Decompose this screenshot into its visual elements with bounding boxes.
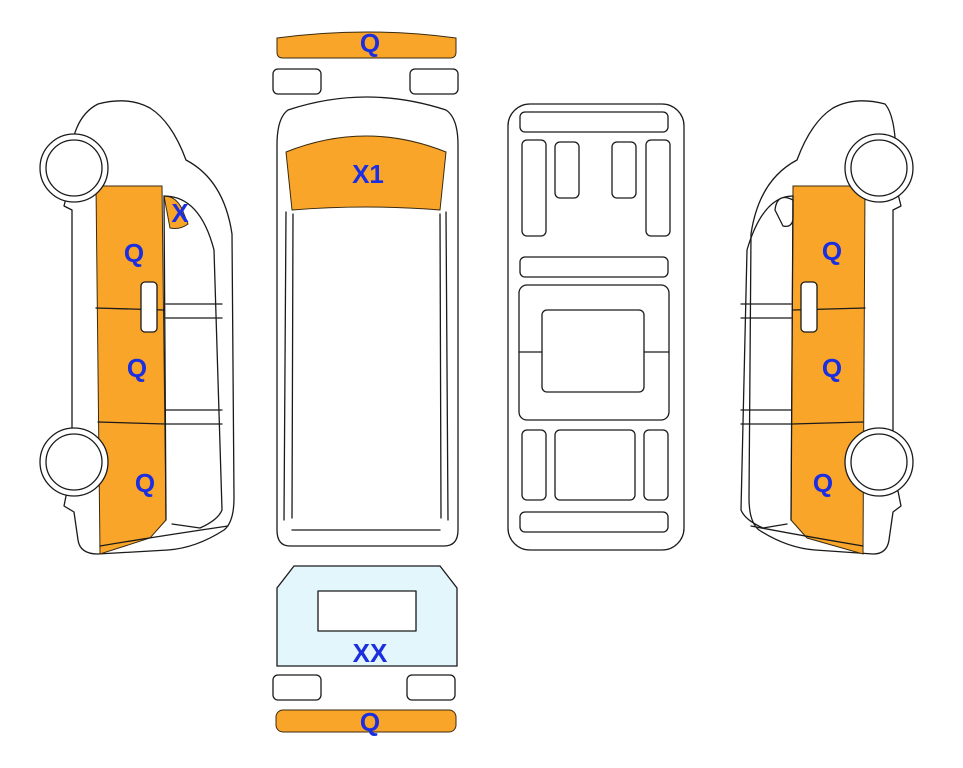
underbody-center-panel bbox=[541, 309, 645, 393]
underbody-front-slot-4 bbox=[645, 139, 671, 237]
underbody-front-slot-1 bbox=[521, 139, 547, 237]
left-panel-2-label: Q bbox=[127, 353, 147, 383]
right-panel-3-label: Q bbox=[813, 468, 833, 498]
left-door-handle bbox=[140, 281, 158, 333]
rear-bumper-label: Q bbox=[360, 707, 380, 737]
right-side-labels: Q Q Q bbox=[813, 236, 842, 498]
front-left-headlight bbox=[272, 68, 322, 95]
rear-window bbox=[317, 590, 417, 632]
right-rear-wheel-hub bbox=[850, 433, 908, 491]
front-right-headlight bbox=[409, 68, 459, 95]
rear-right-taillight bbox=[406, 674, 456, 701]
underbody-rear-bar bbox=[519, 511, 669, 533]
left-side-panels-zone[interactable] bbox=[95, 185, 167, 555]
right-body-pillar bbox=[790, 195, 794, 521]
left-panel-divider-2 bbox=[97, 421, 166, 425]
right-door-handle bbox=[800, 281, 818, 333]
underbody-rear-slot-2 bbox=[643, 429, 669, 501]
left-panel-1-label: Q bbox=[124, 238, 144, 268]
left-window-inner bbox=[165, 303, 223, 425]
left-sill-line bbox=[99, 525, 229, 547]
rear-view: XX Q bbox=[272, 565, 458, 737]
underbody-front-slot-3 bbox=[611, 141, 637, 199]
rear-left-taillight bbox=[272, 674, 322, 701]
roof-front-panel-label: X1 bbox=[352, 159, 384, 189]
right-sill-line bbox=[750, 525, 864, 547]
right-window-inner bbox=[740, 303, 792, 425]
left-door-corner-zone[interactable] bbox=[163, 195, 189, 229]
rear-window-area-label: XX bbox=[353, 638, 388, 668]
underbody-front-bar bbox=[519, 111, 669, 133]
left-window-frame bbox=[163, 195, 223, 529]
rear-bumper-zone[interactable] bbox=[275, 709, 457, 733]
underbody-mid-bar bbox=[519, 256, 669, 278]
right-panel-1-label: Q bbox=[822, 236, 842, 266]
roof-front-panel[interactable] bbox=[285, 135, 447, 211]
underbody-rear-panel bbox=[554, 429, 636, 501]
roof-view: X1 bbox=[276, 96, 459, 547]
left-front-wheel-hub bbox=[45, 139, 103, 197]
right-side-view bbox=[740, 100, 914, 555]
right-panel-divider-2 bbox=[791, 421, 864, 425]
roof-right-rail-inner bbox=[439, 213, 442, 519]
right-mirror bbox=[774, 196, 794, 228]
underbody-view bbox=[507, 103, 685, 551]
left-panel-3-label: Q bbox=[135, 468, 155, 498]
underbody-rear-slot-1 bbox=[521, 429, 547, 501]
roof-left-rail-inner bbox=[291, 213, 294, 519]
roof-right-rail bbox=[445, 211, 449, 521]
front-view: Q bbox=[272, 28, 459, 95]
front-bumper-label: Q bbox=[360, 28, 380, 58]
right-front-wheel-hub bbox=[850, 139, 908, 197]
left-side-view: X Q Q Q bbox=[39, 100, 235, 555]
underbody-front-slot-2 bbox=[554, 141, 580, 199]
left-body-pillar bbox=[163, 195, 167, 521]
left-rear-wheel-hub bbox=[45, 433, 103, 491]
right-panel-2-label: Q bbox=[822, 353, 842, 383]
left-door-corner-label: X bbox=[171, 198, 189, 228]
roof-left-rail bbox=[283, 211, 287, 521]
right-window-frame bbox=[740, 195, 794, 529]
roof-outline bbox=[276, 96, 459, 547]
front-bumper-zone[interactable] bbox=[276, 31, 457, 59]
